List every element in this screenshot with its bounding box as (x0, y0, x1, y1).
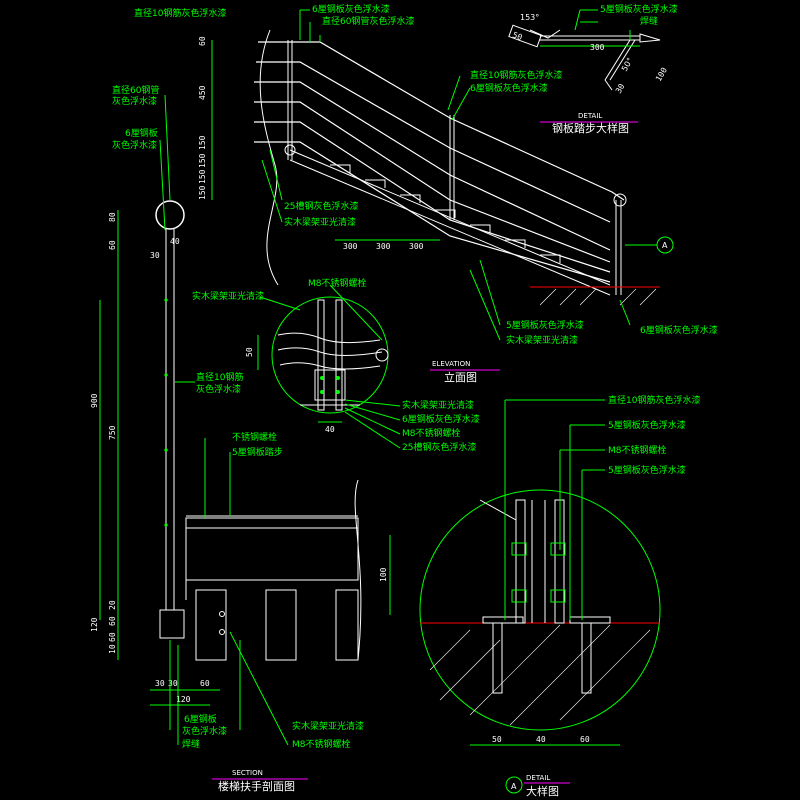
big-bdim-0: 50 (492, 735, 502, 744)
small-label-right-2: M8不锈钢螺栓 (402, 427, 461, 439)
sec-label-bolt-top: 不锈钢螺栓 (232, 431, 277, 443)
sec-dim-5: 60 (108, 616, 117, 626)
sec-label-plate-1: 6厘钢板 (125, 127, 158, 139)
small-dim-50: 50 (245, 347, 254, 357)
sec-label-weld: 焊缝 (182, 738, 200, 750)
sec-label-bottom-2: 灰色浮水漆 (182, 725, 227, 737)
label-plate-5mm: 5厘钢板灰色浮水漆 (600, 3, 678, 15)
elev-label-left-2: 实木梁架亚光清漆 (284, 216, 356, 228)
elevation-title-en: ELEVATION (432, 360, 470, 368)
big-detail-marker-a: A (511, 782, 517, 791)
elev-dim-4: 150 (198, 169, 207, 184)
elev-label-top-2: 直径10钢筋灰色浮水漆 (134, 7, 226, 19)
elev-label-top-3: 直径60钢管灰色浮水漆 (322, 15, 414, 27)
dim-50: 50 (511, 30, 523, 42)
dim-30: 30 (614, 82, 627, 95)
angle-label-50: 50° (620, 56, 635, 73)
sec-dim-1: 60 (108, 240, 117, 250)
sec-label-plate-2: 灰色浮水漆 (112, 139, 157, 151)
section-title-en: SECTION (232, 769, 263, 777)
elev-label-top-1: 6厘钢板灰色浮水漆 (312, 3, 390, 15)
section-title-cn: 楼梯扶手剖面图 (218, 779, 295, 793)
elev-hdim-2: 300 (409, 242, 424, 251)
big-bdim-1: 40 (536, 735, 546, 744)
detail-title-en: DETAIL (578, 112, 602, 120)
sec-dim-7: 60 (108, 632, 117, 642)
elev-hdim-1: 300 (376, 242, 391, 251)
dim-100: 100 (654, 66, 669, 83)
sec-dim-3: 750 (108, 425, 117, 440)
elevation-title-cn: 立面图 (444, 370, 477, 384)
sec-bdim-3: 120 (176, 695, 191, 704)
sec-bdim-1: 30 (168, 679, 178, 688)
small-dim-40: 40 (325, 425, 335, 434)
section-view: 80 60 900 750 20 60 120 60 10 40 30 30 3… (90, 84, 364, 793)
small-circle-detail: 50 40 实木梁架亚光清漆 M8不锈钢螺栓 实木梁架亚光清漆 6厘钢板灰色浮水… (192, 277, 480, 453)
sec-bdim-0: 30 (155, 679, 165, 688)
big-detail-title-cn: 大样图 (526, 784, 559, 798)
sec-dim-6: 120 (90, 617, 99, 632)
elev-label-bottom-1: 5厘钢板灰色浮水漆 (506, 319, 584, 331)
sec-label-rod-1: 直径10钢筋 (196, 371, 243, 383)
detail-title-cn: 钢板踏步大样图 (552, 121, 629, 135)
sec-label-bottom-4: M8不锈钢螺栓 (292, 738, 351, 750)
elev-label-mid-1: 直径10钢筋灰色浮水漆 (470, 69, 562, 81)
sec-bdim-2: 60 (200, 679, 210, 688)
step-plate-detail: 153° 50° 50 300 100 30 5厘钢板灰色浮水漆 焊缝 DETA… (508, 3, 678, 135)
big-label-1: 5厘钢板灰色浮水漆 (608, 419, 686, 431)
big-label-0: 直径10钢筋灰色浮水漆 (608, 394, 700, 406)
sec-label-bottom-1: 6厘钢板 (184, 713, 217, 725)
elev-label-bottom-2: 实木梁架亚光清漆 (506, 334, 578, 346)
elevation-view: A 60 450 150 150 150 150 300 300 300 6厘钢… (134, 3, 718, 384)
big-dim-100: 100 (379, 567, 388, 582)
small-label-right-1: 6厘钢板灰色浮水漆 (402, 413, 480, 425)
big-label-3: 5厘钢板灰色浮水漆 (608, 464, 686, 476)
big-detail-title-en: DETAIL (526, 774, 550, 782)
elev-dim-1: 450 (198, 85, 207, 100)
sec-dim-0: 80 (108, 212, 117, 222)
sec-label-tube-2: 灰色浮水漆 (112, 95, 157, 107)
elev-label-right-1: 6厘钢板灰色浮水漆 (640, 324, 718, 336)
dim-300: 300 (590, 43, 605, 52)
big-circle-detail: 100 50 40 60 直径10钢筋灰色浮水漆 5厘钢板灰色浮水漆 M8不锈钢… (379, 394, 700, 798)
sec-label-bottom-3: 实木梁架亚光清漆 (292, 720, 364, 732)
sec-label-tube-1: 直径60钢管 (112, 84, 159, 96)
sec-dim-4: 20 (108, 600, 117, 610)
small-label-bolt: M8不锈钢螺栓 (308, 277, 367, 289)
elev-dim-0: 60 (198, 36, 207, 46)
sec-label-step: 5厘钢板踏步 (232, 446, 283, 458)
sec-dim-8: 10 (108, 644, 117, 654)
elev-hdim-0: 300 (343, 242, 358, 251)
small-label-right-0: 实木梁架亚光清漆 (402, 399, 474, 411)
small-label-right-3: 25槽钢灰色浮水漆 (402, 441, 476, 453)
sec-label-rod-2: 灰色浮水漆 (196, 383, 241, 395)
angle-label-153: 153° (520, 13, 539, 22)
detail-marker-a: A (662, 241, 668, 250)
elev-label-mid-2: 6厘钢板灰色浮水漆 (470, 82, 548, 94)
small-label-wood: 实木梁架亚光清漆 (192, 290, 264, 302)
elev-dim-5: 150 (198, 185, 207, 200)
sec-dim-40: 40 (170, 237, 180, 246)
label-weld: 焊缝 (640, 15, 658, 27)
elev-label-left-1: 25槽钢灰色浮水漆 (284, 200, 358, 212)
elev-dim-2: 150 (198, 135, 207, 150)
sec-dim-2: 900 (90, 393, 99, 408)
elev-dim-3: 150 (198, 153, 207, 168)
big-label-2: M8不锈钢螺栓 (608, 444, 667, 456)
big-bdim-2: 60 (580, 735, 590, 744)
sec-dim-30: 30 (150, 251, 160, 260)
